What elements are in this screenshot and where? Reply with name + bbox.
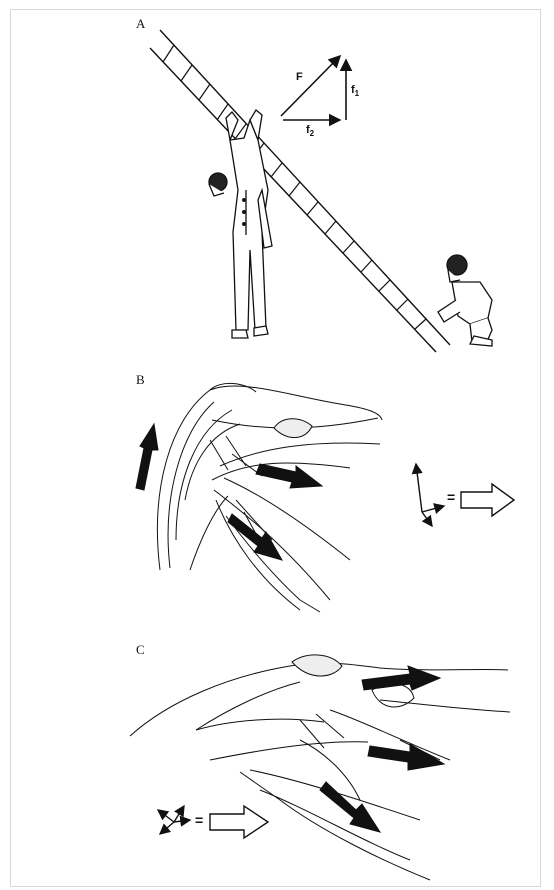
shoulder-anatomy-b <box>157 383 382 612</box>
vector-sum-c <box>158 806 268 838</box>
vector-sum-b <box>416 464 514 526</box>
arrow-lower-c <box>320 782 380 832</box>
muscle-force-arrows-b <box>136 424 322 560</box>
ladder-rungs <box>163 45 426 329</box>
crouching-person-figure <box>438 255 492 346</box>
arrow-right-b <box>256 464 322 488</box>
force-vector-diagram <box>281 56 346 120</box>
arrow-middle-c <box>368 744 444 770</box>
vector-F-arrow <box>281 56 340 116</box>
arrow-upward-b <box>136 424 158 490</box>
resultant-arrow-c <box>210 806 268 838</box>
shoulder-anatomy-c <box>130 655 510 880</box>
ladder-illustration <box>150 30 450 352</box>
resultant-arrow-b <box>461 484 514 516</box>
